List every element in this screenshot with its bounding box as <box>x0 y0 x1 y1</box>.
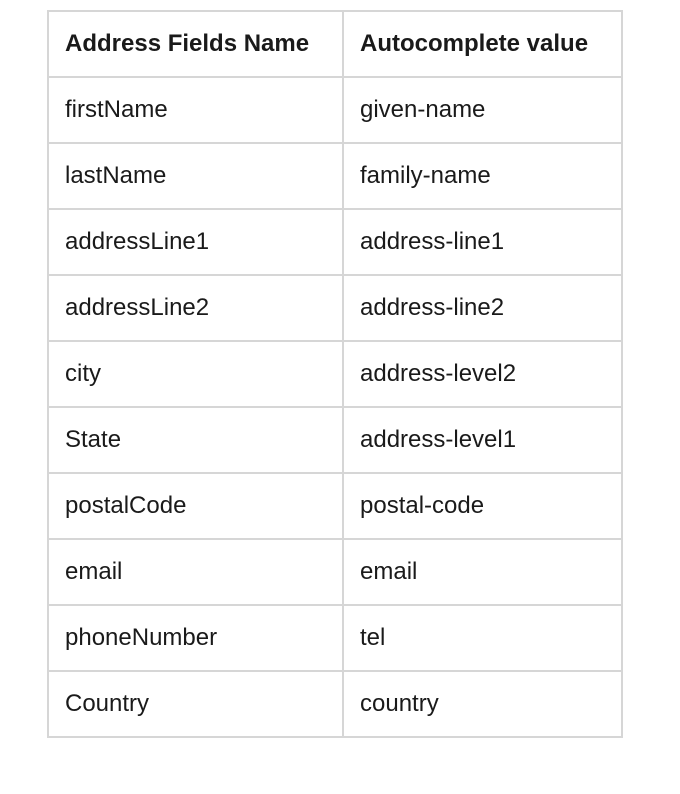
address-field-name-cell: firstName <box>47 76 344 144</box>
address-field-name-cell: phoneNumber <box>47 604 344 672</box>
autocomplete-value-cell: family-name <box>342 142 623 210</box>
autocomplete-value-cell: address-line1 <box>342 208 623 276</box>
autocomplete-value-cell: country <box>342 670 623 738</box>
address-autocomplete-table: Address Fields Name Autocomplete value f… <box>47 10 623 738</box>
table-row: Country country <box>47 670 623 738</box>
table-row: phoneNumber tel <box>47 604 623 672</box>
table-row: State address-level1 <box>47 406 623 474</box>
address-field-name-cell: lastName <box>47 142 344 210</box>
address-field-name-cell: Country <box>47 670 344 738</box>
table-row: addressLine2 address-line2 <box>47 274 623 342</box>
address-field-name-cell: addressLine2 <box>47 274 344 342</box>
address-autocomplete-table-container: Address Fields Name Autocomplete value f… <box>47 10 623 738</box>
header-autocomplete-value: Autocomplete value <box>342 10 623 78</box>
table-row: city address-level2 <box>47 340 623 408</box>
autocomplete-value-cell: postal-code <box>342 472 623 540</box>
table-header: Address Fields Name Autocomplete value <box>47 10 623 78</box>
autocomplete-value-cell: address-line2 <box>342 274 623 342</box>
table-row: addressLine1 address-line1 <box>47 208 623 276</box>
autocomplete-value-cell: address-level1 <box>342 406 623 474</box>
address-field-name-cell: city <box>47 340 344 408</box>
header-address-fields-name: Address Fields Name <box>47 10 344 78</box>
table-row: email email <box>47 538 623 606</box>
autocomplete-value-cell: given-name <box>342 76 623 144</box>
address-field-name-cell: email <box>47 538 344 606</box>
header-row: Address Fields Name Autocomplete value <box>47 10 623 78</box>
table-body: firstName given-name lastName family-nam… <box>47 76 623 738</box>
autocomplete-value-cell: email <box>342 538 623 606</box>
address-field-name-cell: postalCode <box>47 472 344 540</box>
address-field-name-cell: State <box>47 406 344 474</box>
autocomplete-value-cell: address-level2 <box>342 340 623 408</box>
table-row: postalCode postal-code <box>47 472 623 540</box>
address-field-name-cell: addressLine1 <box>47 208 344 276</box>
autocomplete-value-cell: tel <box>342 604 623 672</box>
table-row: firstName given-name <box>47 76 623 144</box>
table-row: lastName family-name <box>47 142 623 210</box>
